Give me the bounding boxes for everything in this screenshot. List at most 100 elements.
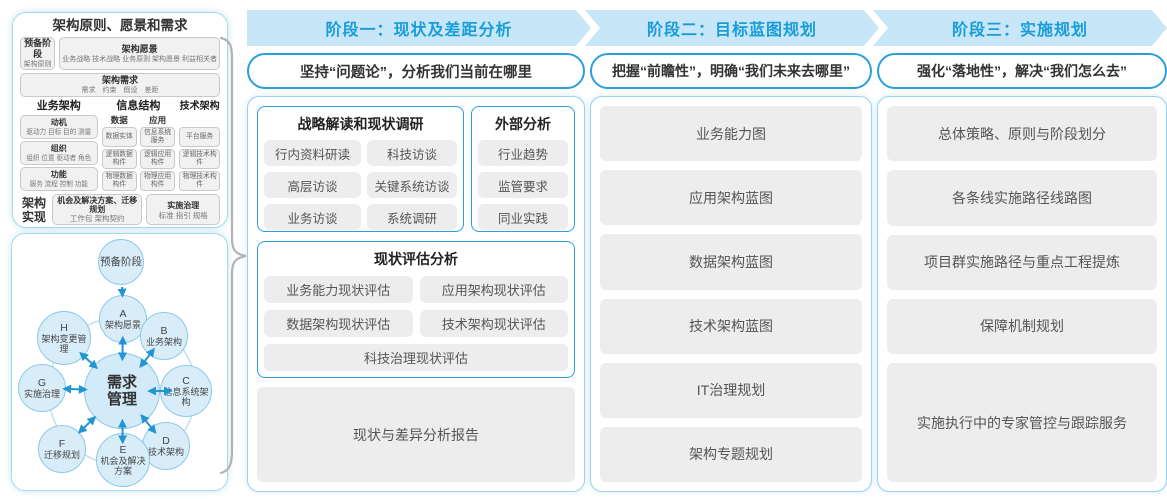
phase-2-header: 阶段二：目标蓝图规划	[585, 10, 879, 46]
cycle-node-f: F 迁移规划	[38, 425, 86, 473]
gap-report-chip: 现状与差异分析报告	[257, 387, 575, 482]
function-box: 功能 服务 流程 控制 功能	[20, 167, 98, 191]
vision-sub: 业务战略 技术战略 业务原则 架构愿景 利益相关者	[62, 55, 217, 63]
motivation-box: 动机 驱动力 目标 目的 测量	[20, 115, 98, 139]
prep-stage-box: 预备阶段 架构原则	[20, 37, 56, 70]
external-analysis-box: 外部分析 行业趋势 监管要求 同业实践	[471, 106, 575, 232]
business-arch-column: 业务架构 动机 驱动力 目标 目的 测量 组织 组织 位置 驱动者 角色 功能 …	[20, 100, 98, 191]
phase-3-item: 总体策略、原则与阶段划分	[887, 106, 1157, 162]
opportunity-migration-title: 机会及解决方案、迁移规划	[57, 196, 138, 214]
assessment-item: 科技治理现状评估	[264, 344, 568, 371]
external-item: 监管要求	[478, 172, 568, 198]
assessment-item: 应用架构现状评估	[419, 276, 568, 303]
curly-brace	[219, 36, 247, 475]
app-subtitle: 应用	[149, 115, 167, 125]
node-f-label: 迁移规划	[43, 449, 80, 460]
assessment-item: 技术架构现状评估	[419, 310, 568, 337]
strategy-item: 系统调研	[367, 204, 457, 230]
prep-stage-title: 预备阶段	[24, 38, 52, 59]
platform-service-box: 平台服务	[179, 127, 221, 147]
opportunity-migration-box: 机会及解决方案、迁移规划 工作包 架构契约	[52, 194, 143, 225]
phase-1-subtitle: 坚持“问题论”，分析我们当前在哪里	[247, 53, 585, 89]
node-f-letter: F	[58, 437, 66, 450]
phase-3-item: 各条线实施路径线路图	[887, 170, 1157, 226]
organization-title: 组织	[50, 144, 67, 153]
node-h-letter: H	[60, 321, 68, 334]
node-h-label: 架构变更管理	[41, 333, 87, 354]
external-item: 同业实践	[478, 204, 568, 230]
data-subcolumn: 数据 数据实体 逻辑数据构件 物理数据构件	[101, 115, 137, 191]
requirements-box: 架构需求 需求 约束 假设 差距	[20, 73, 220, 97]
opportunity-migration-sub: 工作包 架构契约	[69, 214, 125, 223]
node-a-letter: A	[119, 307, 127, 320]
data-entity-box: 数据实体	[101, 127, 137, 147]
assessment-item: 业务能力现状评估	[264, 276, 413, 303]
tech-arch-title: 技术架构	[179, 101, 220, 112]
adm-cycle-panel: 预备阶段 A 架构愿景 B 业务架构 C 信息系统架构 D 技术架构 E 机会及…	[11, 233, 228, 491]
node-c-letter: C	[182, 374, 190, 387]
vision-title: 架构愿景	[121, 43, 158, 54]
phase-2-panel: 业务能力图 应用架构蓝图 数据架构蓝图 技术架构蓝图 IT治理规划 架构专题规划	[590, 96, 872, 492]
node-g-letter: G	[37, 376, 47, 389]
architecture-principles-panel: 架构原则、愿景和需求 预备阶段 架构原则 架构愿景 业务战略 技术战略 业务原则…	[12, 12, 228, 228]
requirements-title: 架构需求	[101, 75, 138, 85]
node-d-label: 技术架构	[147, 446, 184, 457]
phase-3-subtitle: 强化“落地性”，解决“我们怎么去”	[877, 53, 1167, 89]
cycle-center-circle: 需求管理	[84, 353, 160, 429]
strategy-research-box: 战略解读和现状调研 行内资料研读 科技访谈 高层访谈 关键系统访谈 业务访谈 系…	[257, 106, 464, 232]
organization-sub: 组织 位置 驱动者 角色	[26, 155, 92, 162]
node-c-label: 信息系统架构	[163, 386, 209, 407]
motivation-title: 动机	[50, 118, 67, 127]
assessment-item: 数据架构现状评估	[264, 310, 413, 337]
requirements-sub: 需求 约束 假设 差距	[81, 87, 159, 94]
assessment-title: 现状评估分析	[374, 251, 458, 267]
vision-box: 架构愿景 业务战略 技术战略 业务原则 架构愿景 利益相关者	[59, 37, 220, 70]
external-analysis-title: 外部分析	[495, 116, 551, 132]
app-subcolumn: 应用 信息系统服务 逻辑应用构件 物理应用构件	[139, 115, 176, 191]
cycle-prep-label: 预备阶段	[100, 256, 142, 268]
cycle-node-g: G 实施治理	[18, 364, 66, 412]
phase-3-item: 项目群实施路径与重点工程提炼	[887, 234, 1157, 290]
cycle-node-h: H 架构变更管理	[37, 311, 91, 365]
phase-2-subtitle: 把握“前瞻性”，明确“我们未来去哪里”	[590, 53, 872, 89]
node-e-letter: E	[119, 443, 127, 456]
physical-tech-box: 物理技术构件	[179, 171, 221, 191]
cycle-node-c: C 信息系统架构	[160, 365, 212, 417]
impl-governance-box: 实施治理 标准 指引 规格	[146, 194, 220, 225]
strategy-item: 高层访谈	[264, 172, 362, 198]
phase-2-item: 技术架构蓝图	[600, 298, 862, 354]
node-a-label: 架构愿景	[104, 319, 141, 330]
info-system-service-box: 信息系统服务	[139, 127, 176, 147]
info-arch-column: 信息结构 数据 数据实体 逻辑数据构件 物理数据构件 应用 信息系统服务 逻辑应…	[101, 100, 176, 191]
phase-2-item: 架构专题规划	[600, 426, 862, 483]
info-arch-title: 信息结构	[116, 100, 161, 112]
strategy-item: 科技访谈	[367, 140, 457, 166]
tech-arch-column: 技术架构 平台服务 逻辑技术构件 物理技术构件	[179, 100, 221, 191]
prep-stage-sub: 架构原则	[23, 61, 52, 68]
phase-2-item: 数据架构蓝图	[600, 234, 862, 290]
physical-app-box: 物理应用构件	[139, 171, 176, 191]
strategy-research-title: 战略解读和现状调研	[297, 116, 424, 132]
cycle-prep-circle: 预备阶段	[98, 239, 144, 285]
cycle-center-label: 需求管理	[106, 374, 137, 408]
cycle-node-e: E 机会及解决方案	[96, 433, 150, 487]
function-sub: 服务 流程 控制 功能	[29, 181, 88, 188]
assessment-box: 现状评估分析 业务能力现状评估 应用架构现状评估 数据架构现状评估 技术架构现状…	[257, 241, 575, 378]
impl-governance-title: 实施治理	[167, 200, 200, 210]
left-panel-title: 架构原则、愿景和需求	[52, 18, 188, 33]
node-b-label: 业务架构	[145, 336, 182, 347]
phase-1-panel: 战略解读和现状调研 行内资料研读 科技访谈 高层访谈 关键系统访谈 业务访谈 系…	[247, 96, 585, 492]
phase-3-header: 阶段三：实施规划	[873, 10, 1167, 46]
external-item: 行业趋势	[478, 140, 568, 166]
node-e-label: 机会及解决方案	[100, 455, 146, 476]
node-b-letter: B	[160, 324, 168, 337]
motivation-sub: 驱动力 目标 目的 测量	[26, 129, 92, 136]
node-g-label: 实施治理	[23, 388, 60, 399]
phase-1-header: 阶段一：现状及差距分析	[247, 10, 591, 46]
phase-2-item: 应用架构蓝图	[600, 170, 862, 226]
phase-2-item: IT治理规划	[600, 362, 862, 418]
business-arch-title: 业务架构	[36, 100, 81, 112]
strategy-item: 业务访谈	[264, 204, 362, 230]
data-subtitle: 数据	[110, 115, 128, 125]
organization-box: 组织 组织 位置 驱动者 角色	[20, 141, 98, 165]
